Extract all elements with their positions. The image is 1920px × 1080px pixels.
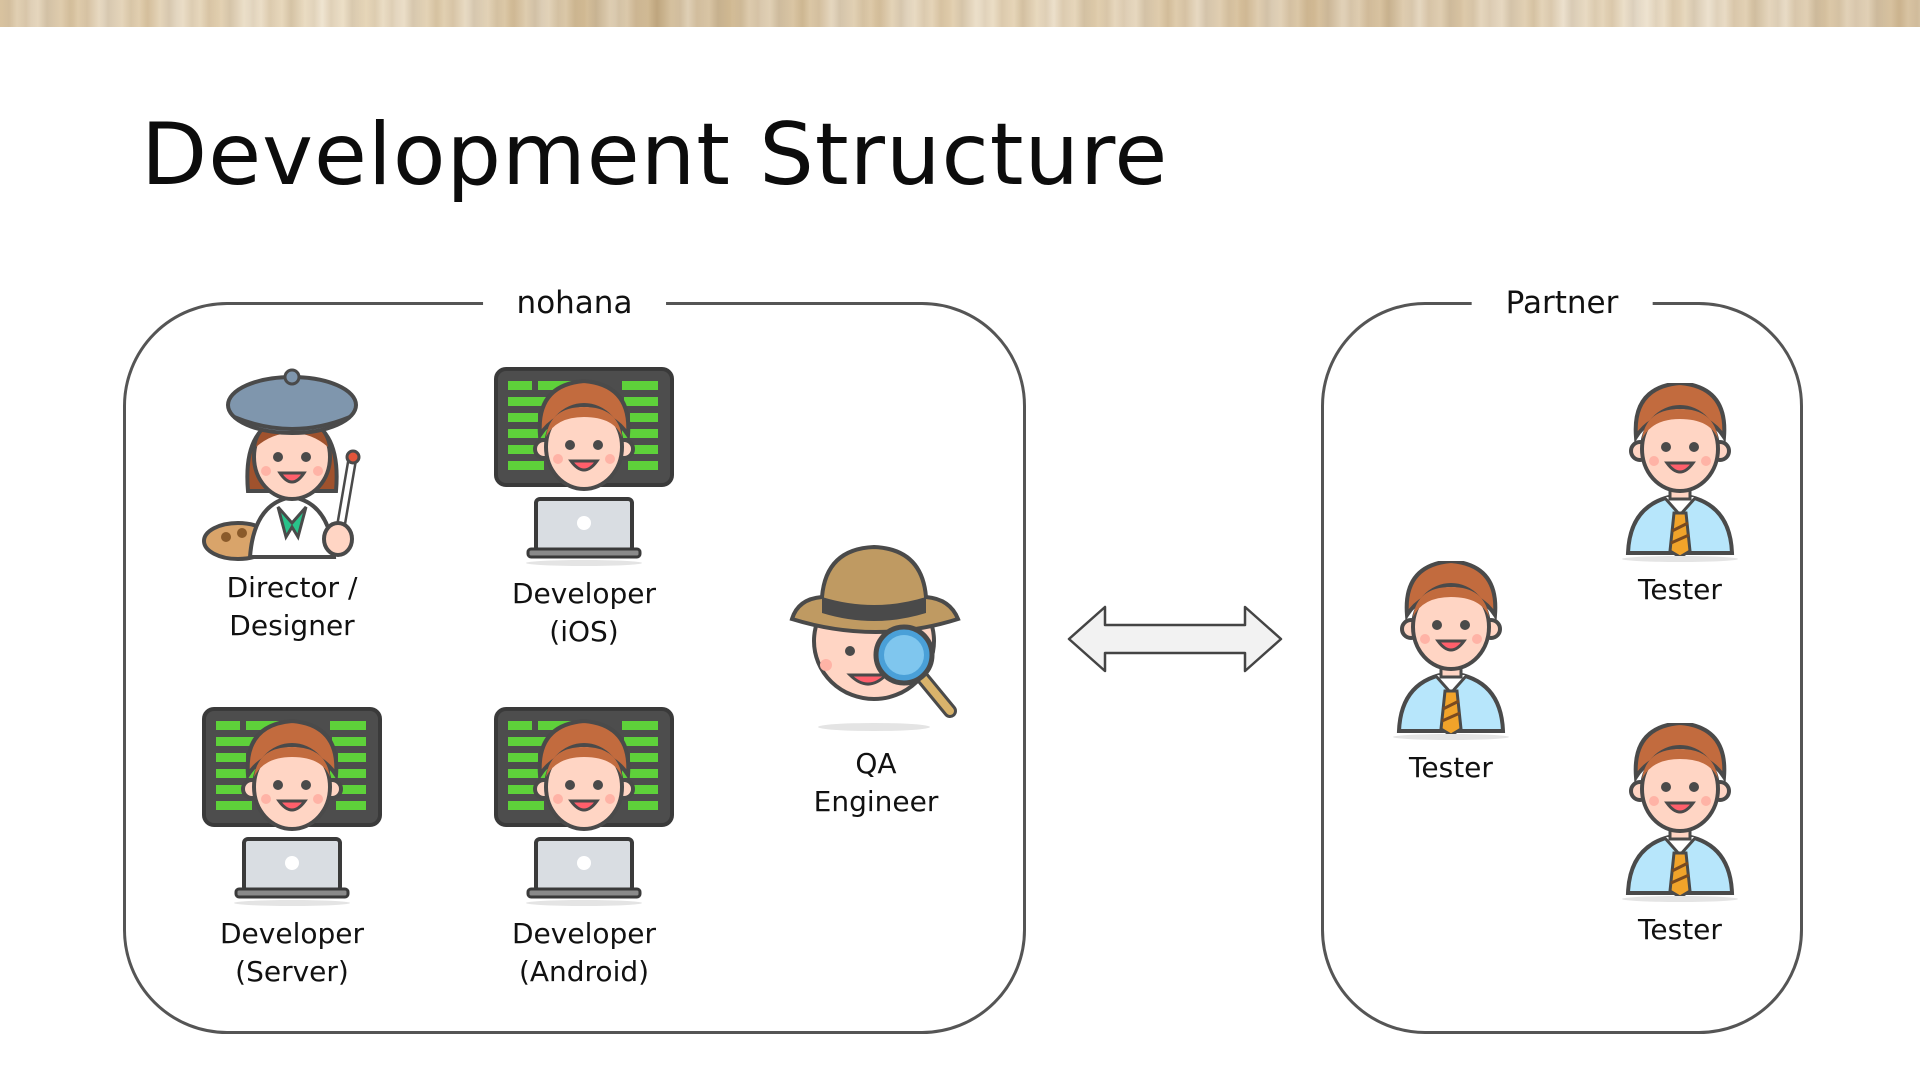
member-label: Developer (Server) [219, 917, 364, 988]
member-label: QA Engineer [813, 747, 939, 818]
group-partner: Partner Tester Tester Tester [1321, 281, 1803, 1034]
member-qa-engineer: QA Engineer [756, 541, 996, 821]
artist-icon [202, 368, 361, 561]
member-developer-android: Developer (Android) [464, 707, 704, 991]
member-developer-server: Developer (Server) [172, 707, 412, 991]
member-label: Tester [1638, 573, 1722, 606]
page-title: Development Structure [141, 105, 1169, 205]
businessman-icon [1391, 561, 1511, 741]
member-label: Director / Designer [226, 571, 358, 642]
developer-laptop-icon [494, 707, 674, 907]
member-developer-ios: Developer (iOS) [464, 367, 704, 651]
group-nohana: nohana Director / Designer Developer (iO… [123, 281, 1026, 1034]
member-label: Developer (Android) [511, 917, 656, 988]
member-tester: Tester [1560, 383, 1800, 609]
wood-texture-header [0, 0, 1920, 27]
businessman-icon [1620, 723, 1740, 903]
businessman-icon [1620, 383, 1740, 563]
developer-laptop-icon [494, 367, 674, 567]
member-director-designer: Director / Designer [172, 361, 412, 645]
detective-icon [789, 544, 961, 731]
member-label: Tester [1638, 913, 1722, 946]
developer-laptop-icon [202, 707, 382, 907]
group-title: Partner [1471, 281, 1653, 325]
connector-arrow [1065, 603, 1285, 679]
group-title: nohana [482, 281, 667, 325]
member-label: Tester [1409, 751, 1493, 784]
member-label: Developer (iOS) [511, 577, 656, 648]
member-tester: Tester [1331, 561, 1571, 787]
double-arrow-icon [1067, 605, 1283, 673]
member-tester: Tester [1560, 723, 1800, 949]
